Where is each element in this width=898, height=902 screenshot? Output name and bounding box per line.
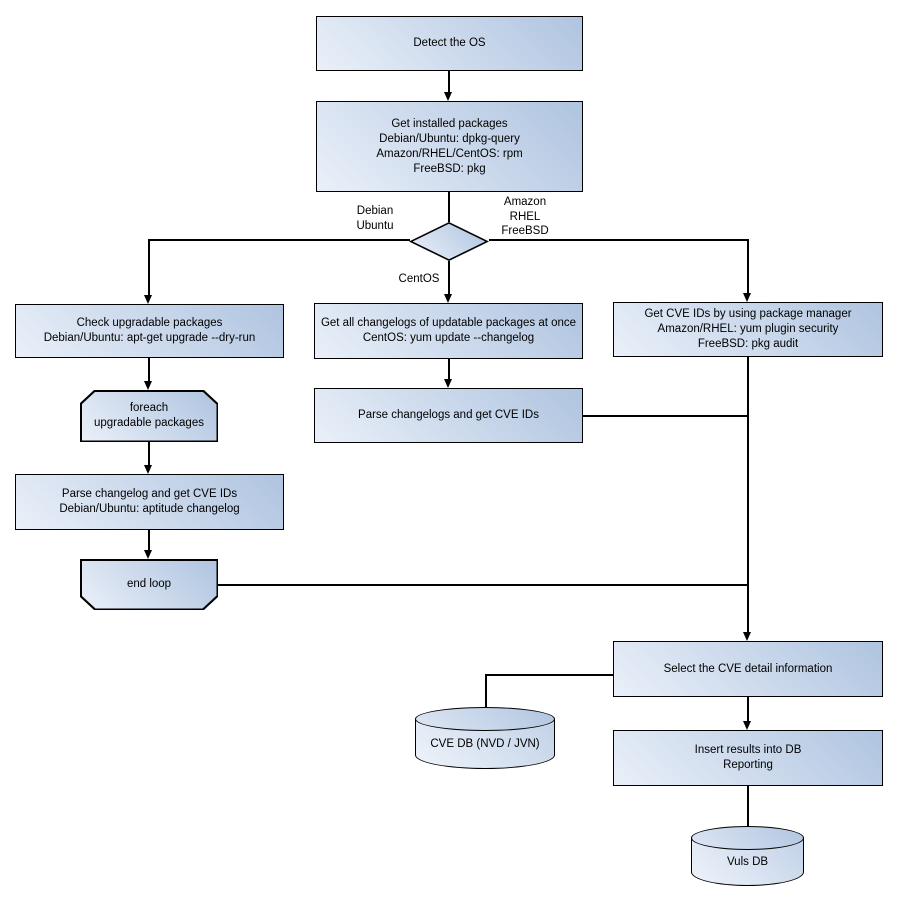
node-text-line: Amazon/RHEL: yum plugin security bbox=[657, 323, 839, 335]
connector-diamond-left-down bbox=[148, 239, 150, 296]
connector-installed-to-diamond bbox=[448, 192, 450, 222]
node-text-line: CentOS: yum update --changelog bbox=[362, 332, 535, 344]
node-text-line: foreach bbox=[129, 402, 169, 414]
edge-label-centos: CentOS bbox=[394, 272, 444, 287]
connector-endloop-to-trunk bbox=[218, 584, 748, 586]
arrowhead bbox=[444, 294, 452, 303]
node-text-line: Amazon/RHEL/CentOS: rpm bbox=[376, 147, 523, 160]
connector-check-to-foreach bbox=[148, 358, 150, 382]
connector-cvedb-vertical bbox=[485, 674, 487, 707]
node-get-cve-ids: Get CVE IDs by using package manager Ama… bbox=[613, 302, 883, 357]
node-cve-db-cylinder: CVE DB (NVD / JVN) bbox=[415, 707, 555, 769]
cylinder-top bbox=[415, 707, 555, 731]
connector-detect-to-installed bbox=[448, 71, 450, 93]
node-vuls-db-cylinder: Vuls DB bbox=[691, 826, 804, 886]
edge-label-line: FreeBSD bbox=[501, 225, 549, 237]
node-end-loop: end loop bbox=[80, 559, 218, 610]
connector-diamond-left bbox=[149, 239, 410, 241]
node-text-line: Parse changelogs and get CVE IDs bbox=[358, 409, 539, 421]
edge-label-line: CentOS bbox=[398, 273, 440, 285]
edge-label-line: Amazon bbox=[503, 196, 547, 208]
node-text-line: Debian/Ubuntu: dpkg-query bbox=[379, 132, 520, 145]
node-text-line: Insert results into DB bbox=[694, 744, 802, 756]
os-decision-diamond bbox=[409, 222, 489, 261]
node-select-cve-detail: Select the CVE detail information bbox=[613, 641, 883, 697]
node-text-line: Get all changelogs of updatable packages… bbox=[320, 317, 577, 329]
arrowhead bbox=[144, 381, 152, 390]
arrowhead bbox=[144, 295, 152, 304]
loop-end-fill bbox=[82, 561, 217, 609]
diamond-fill bbox=[412, 223, 486, 260]
connector-diamond-right-down bbox=[747, 239, 749, 293]
arrowhead bbox=[444, 379, 452, 388]
connector-trunk-to-select bbox=[747, 357, 749, 633]
node-text-line: Reporting bbox=[723, 759, 773, 771]
arrowhead bbox=[743, 293, 751, 302]
node-parse-changelog: Parse changelog and get CVE IDs Debian/U… bbox=[15, 474, 284, 530]
node-text-line: upgradable packages bbox=[94, 417, 204, 429]
connector-select-to-insert bbox=[747, 697, 749, 722]
node-check-upgradable-packages: Check upgradable packages Debian/Ubuntu:… bbox=[15, 304, 284, 358]
connector-diamond-down bbox=[448, 261, 450, 295]
node-text-line: Check upgradable packages bbox=[76, 317, 223, 329]
node-text-line: Detect the OS bbox=[413, 37, 486, 49]
node-insert-results: Insert results into DB Reporting bbox=[613, 730, 883, 786]
node-text-line: Get CVE IDs by using package manager bbox=[644, 308, 852, 320]
node-text-line: Select the CVE detail information bbox=[663, 662, 833, 675]
edge-label-amazon-rhel-freebsd: Amazon RHEL FreeBSD bbox=[494, 195, 556, 239]
node-text-line: Get installed packages bbox=[391, 117, 508, 130]
connector-cvedb-horizontal bbox=[486, 674, 613, 676]
arrowhead bbox=[144, 550, 152, 559]
connector-diamond-right bbox=[489, 239, 748, 241]
node-text-line: Vuls DB bbox=[726, 855, 769, 868]
loop-start-fill bbox=[82, 392, 217, 441]
edge-label-debian-ubuntu: Debian Ubuntu bbox=[345, 204, 405, 233]
connector-insert-to-vulsdb bbox=[747, 786, 749, 826]
node-foreach-loop-start: foreach upgradable packages bbox=[80, 390, 218, 442]
node-get-all-changelogs: Get all changelogs of updatable packages… bbox=[314, 303, 583, 359]
cylinder-top bbox=[691, 826, 804, 850]
edge-label-line: Debian bbox=[356, 205, 394, 217]
node-text-line: Debian/Ubuntu: aptitude changelog bbox=[59, 503, 240, 515]
connector-changelogs-to-parse bbox=[448, 359, 450, 380]
edge-label-line: RHEL bbox=[509, 210, 541, 223]
arrowhead bbox=[743, 721, 751, 730]
node-text-line: FreeBSD: pkg bbox=[413, 162, 486, 175]
node-get-installed-packages: Get installed packages Debian/Ubuntu: dp… bbox=[316, 101, 583, 192]
node-text-line: Debian/Ubuntu: apt-get upgrade --dry-run bbox=[43, 332, 256, 344]
connector-parsechangelogs-to-trunk bbox=[583, 415, 748, 417]
node-text-line: FreeBSD: pkg audit bbox=[697, 338, 799, 350]
connector-parse-to-endloop bbox=[148, 530, 150, 551]
arrowhead bbox=[743, 632, 751, 641]
node-text-line: CVE DB (NVD / JVN) bbox=[430, 737, 540, 750]
node-text-line: end loop bbox=[126, 578, 172, 590]
connector-foreach-to-parse bbox=[148, 442, 150, 466]
node-detect-os: Detect the OS bbox=[316, 16, 583, 71]
node-text-line: Parse changelog and get CVE IDs bbox=[61, 488, 238, 500]
node-parse-changelogs: Parse changelogs and get CVE IDs bbox=[314, 388, 583, 443]
arrowhead bbox=[444, 92, 452, 101]
edge-label-line: Ubuntu bbox=[356, 219, 394, 232]
arrowhead bbox=[144, 465, 152, 474]
